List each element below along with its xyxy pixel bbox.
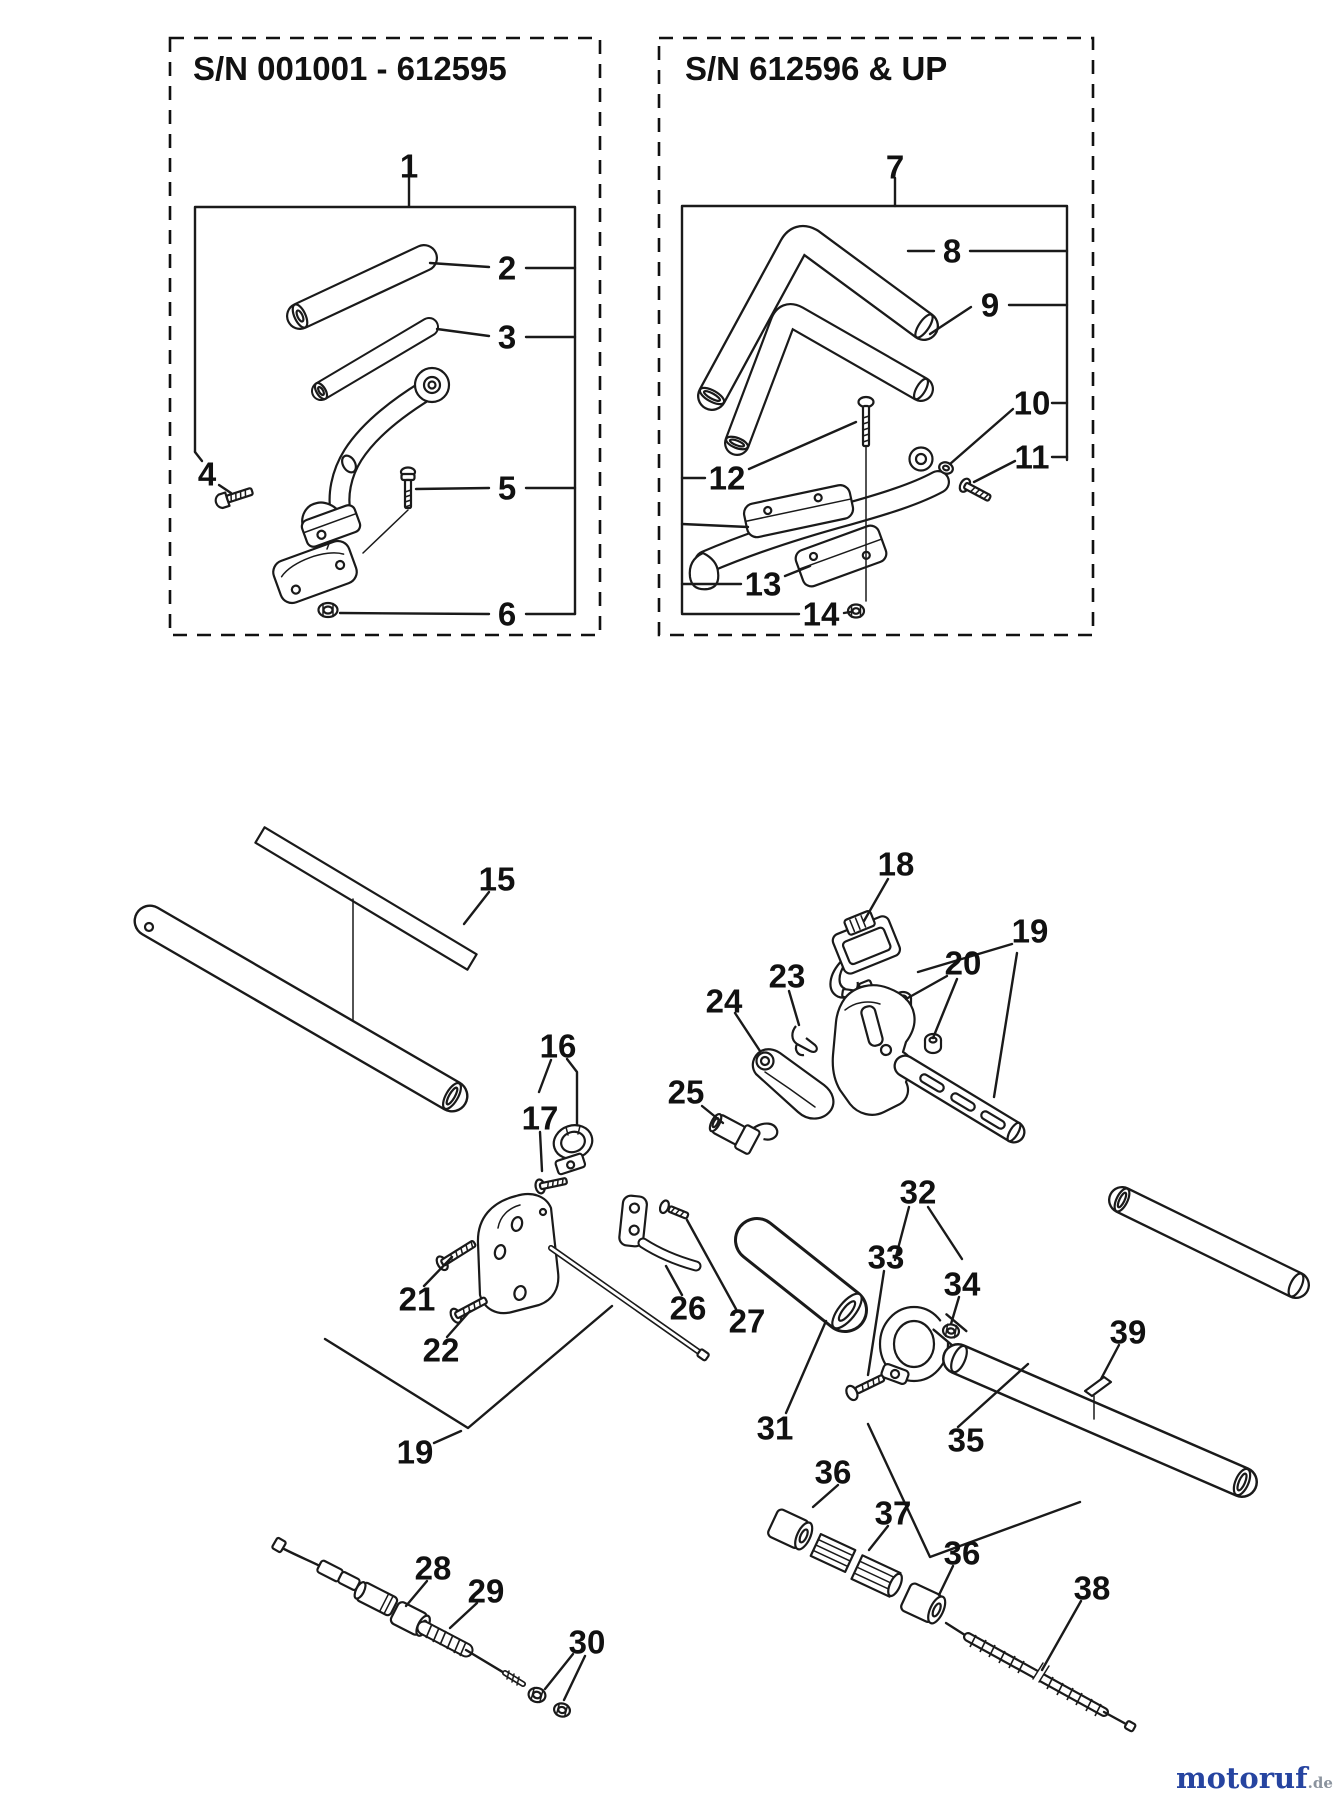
inner-box-right (680, 204, 1069, 615)
watermark-brand: motoruf (1176, 1761, 1310, 1795)
part-label-22: 22 (423, 1332, 460, 1369)
part-nut-34 (941, 1323, 961, 1339)
part-label-16: 16 (540, 1028, 577, 1065)
part-label-17: 17 (522, 1100, 559, 1137)
inner-box-left (193, 205, 577, 616)
part-mount-bracket-12 (688, 446, 950, 591)
part-label-4: 4 (198, 456, 217, 493)
part-decal-15 (254, 826, 478, 971)
part-label-28: 28 (415, 1550, 452, 1587)
part-label-38: 38 (1074, 1570, 1111, 1607)
part-label-9: 9 (981, 287, 999, 324)
part-label-19: 19 (397, 1434, 434, 1471)
part-label-30: 30 (569, 1624, 606, 1661)
part-grip-lower (311, 317, 439, 401)
part-label-15: 15 (479, 861, 516, 898)
part-label-36: 36 (815, 1454, 852, 1491)
part-label-24: 24 (706, 983, 743, 1020)
part-screw-12 (857, 395, 875, 448)
dashed-box-right (657, 36, 1095, 637)
part-label-36: 36 (944, 1535, 981, 1572)
part-extension-tube (1108, 1186, 1310, 1299)
part-screw-11 (958, 477, 992, 502)
part-label-23: 23 (769, 958, 806, 995)
panel-title-right: S/N 612596 & UP (685, 50, 947, 87)
part-clamp-mid (300, 504, 362, 548)
part-spline-liner-37 (809, 1532, 903, 1598)
panel-sn-late: S/N 612596 & UP (657, 36, 1095, 637)
part-label-25: 25 (668, 1074, 705, 1111)
part-label-31: 31 (757, 1410, 794, 1447)
part-label-18: 18 (878, 846, 915, 883)
part-label-1: 1 (400, 148, 418, 185)
part-label-10: 10 (1014, 385, 1051, 422)
part-nut-30b (552, 1702, 572, 1718)
part-trigger-24 (751, 1048, 835, 1120)
watermark-tld: .de (1308, 1774, 1333, 1792)
part-label-3: 3 (498, 319, 516, 356)
part-pclamp-16 (552, 1124, 594, 1176)
part-label-35: 35 (948, 1422, 985, 1459)
part-throttle-cable-28 (271, 1536, 526, 1687)
part-label-11: 11 (1015, 439, 1050, 476)
part-screw-27 (658, 1199, 690, 1220)
part-foam-grip-31 (734, 1217, 868, 1333)
part-label-29: 29 (468, 1573, 505, 1610)
part-label-12: 12 (709, 460, 746, 497)
dashed-box-left (168, 36, 602, 637)
part-housing-19 (831, 984, 1026, 1144)
part-bushing-36b (900, 1582, 947, 1625)
part-clamp-saddle (272, 539, 358, 605)
part-label-20: 20 (945, 945, 982, 982)
part-label-7: 7 (886, 149, 904, 186)
part-label-8: 8 (943, 233, 961, 270)
part-label-14: 14 (803, 596, 840, 633)
part-label-19: 19 (1012, 913, 1049, 950)
part-label-32: 32 (900, 1174, 937, 1211)
watermark-logo: motoruf.de (1176, 1761, 1333, 1795)
leader-lines (217, 176, 1121, 1702)
part-label-2: 2 (498, 250, 516, 287)
part-nut-14 (846, 603, 866, 619)
part-label-33: 33 (868, 1239, 905, 1276)
part-lever-26 (618, 1194, 702, 1272)
part-label-5: 5 (498, 470, 516, 507)
panel-sn-early: S/N 001001 - 612595 (168, 36, 602, 637)
part-label-6: 6 (498, 596, 516, 633)
part-label-39: 39 (1110, 1314, 1147, 1351)
part-handlebar-9 (724, 303, 934, 456)
part-nut-30a (527, 1686, 547, 1704)
part-label-26: 26 (670, 1290, 707, 1327)
part-bolt-5 (399, 466, 417, 510)
panel-title-left: S/N 001001 - 612595 (193, 50, 507, 87)
part-decal-39 (1083, 1375, 1113, 1398)
part-main-shaft-tube (133, 904, 469, 1113)
part-label-37: 37 (875, 1495, 912, 1532)
part-flex-shaft-38 (944, 1621, 1137, 1733)
part-bushing-36a (767, 1508, 814, 1551)
part-screw-17 (534, 1177, 568, 1195)
part-label-21: 21 (399, 1281, 436, 1318)
part-lower-tube-35 (942, 1343, 1258, 1498)
part-nut-6 (317, 601, 339, 619)
part-label-27: 27 (729, 1303, 766, 1340)
part-grip-upper (286, 244, 438, 330)
part-spring-clip-23 (791, 1025, 818, 1057)
part-cable-swivel-25 (708, 1112, 779, 1155)
part-backing-plate-19 (476, 1192, 710, 1362)
part-screw-33 (845, 1374, 886, 1402)
part-clamp-32 (878, 1305, 968, 1385)
part-handlebar-8 (697, 224, 939, 411)
part-label-13: 13 (745, 566, 782, 603)
part-screw-22 (449, 1296, 488, 1324)
part-screw-4 (214, 487, 254, 510)
part-label-34: 34 (944, 1266, 981, 1303)
